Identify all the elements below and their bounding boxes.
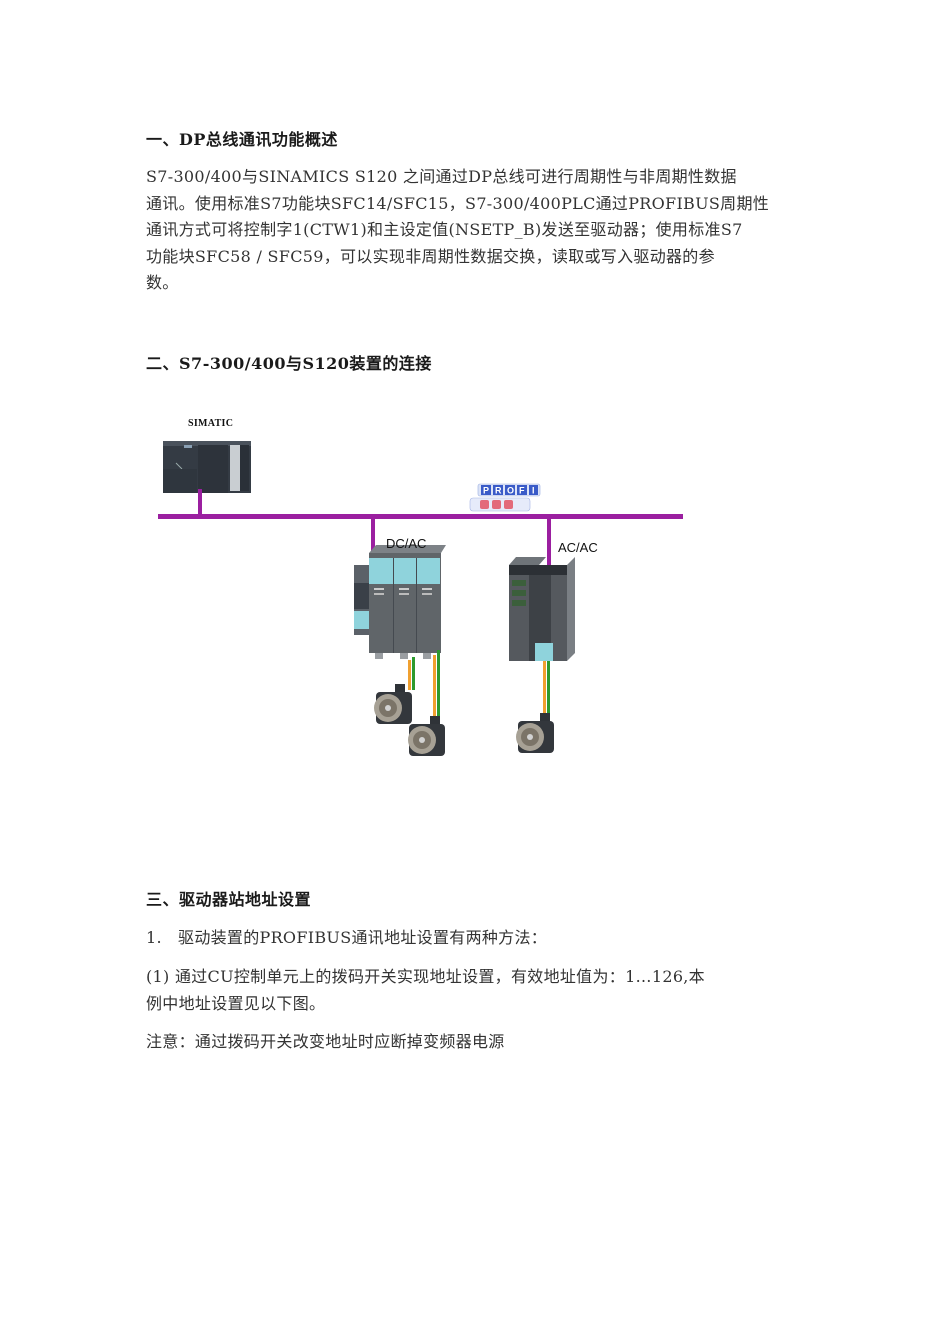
profibus-connection-diagram: P R O F I (150, 405, 695, 765)
paragraph-line: 通讯。使用标准S7功能块SFC14/SFC15，S7-300/400PLC通过P… (146, 193, 770, 213)
paragraph-line: 通讯方式可将控制字1(CTW1)和主设定值(NSETP_B)发送至驱动器；使用标… (146, 220, 743, 239)
servo-motor-3-icon (516, 713, 554, 753)
section-3-heading: 三、驱动器站地址设置 (146, 890, 312, 909)
svg-text:R: R (495, 486, 502, 496)
svg-text:P: P (483, 486, 489, 496)
note-text: 注意：通过拨码开关改变地址时应断掉变频器电源 (146, 1032, 505, 1051)
profibus-line (158, 489, 683, 567)
section-3-item-1: 1. 驱动装置的PROFIBUS通讯地址设置有两种方法： (146, 925, 806, 952)
svg-text:I: I (532, 486, 535, 496)
simatic-label: SIMATIC (188, 418, 234, 429)
section-2-heading: 二、S7-300/400与S120装置的连接 (146, 354, 432, 373)
section-1-paragraph: S7-300/400与SINAMICS S120 之间通过DP总线可进行周期性与… (146, 164, 806, 297)
section-3-note: 注意：通过拨码开关改变地址时应断掉变频器电源 (146, 1029, 806, 1056)
paragraph-line: (1) 通过CU控制单元上的拨码开关实现地址设置，有效地址值为：1…126,本 (146, 967, 705, 986)
acac-drive-icon (509, 557, 575, 661)
paragraph-line: 功能块SFC58 / SFC59，可以实现非周期性数据交换，读取或写入驱动器的参 (146, 246, 715, 266)
list-item: 1. 驱动装置的PROFIBUS通讯地址设置有两种方法： (146, 928, 548, 947)
profibus-logo-icon: P R O F I (469, 483, 541, 512)
servo-motor-1-icon (374, 684, 412, 724)
svg-text:F: F (519, 486, 525, 496)
paragraph-line: 数。 (146, 273, 179, 292)
dcac-drive-icon (354, 545, 446, 659)
section-1-heading: 一、DP总线通讯功能概述 (146, 130, 338, 149)
simatic-plc-icon (163, 441, 251, 493)
paragraph-line: S7-300/400与SINAMICS S120 之间通过DP总线可进行周期性与… (146, 167, 737, 186)
svg-text:O: O (507, 486, 514, 496)
acac-label: AC/AC (558, 540, 598, 555)
section-3-item-1-1: (1) 通过CU控制单元上的拨码开关实现地址设置，有效地址值为：1…126,本 … (146, 964, 806, 1017)
paragraph-line: 例中地址设置见以下图。 (146, 993, 326, 1013)
diagram-graphics: P R O F I (158, 441, 683, 756)
dcac-label: DC/AC (386, 536, 427, 551)
servo-motor-2-icon (408, 716, 445, 756)
motor-cables (408, 650, 550, 720)
